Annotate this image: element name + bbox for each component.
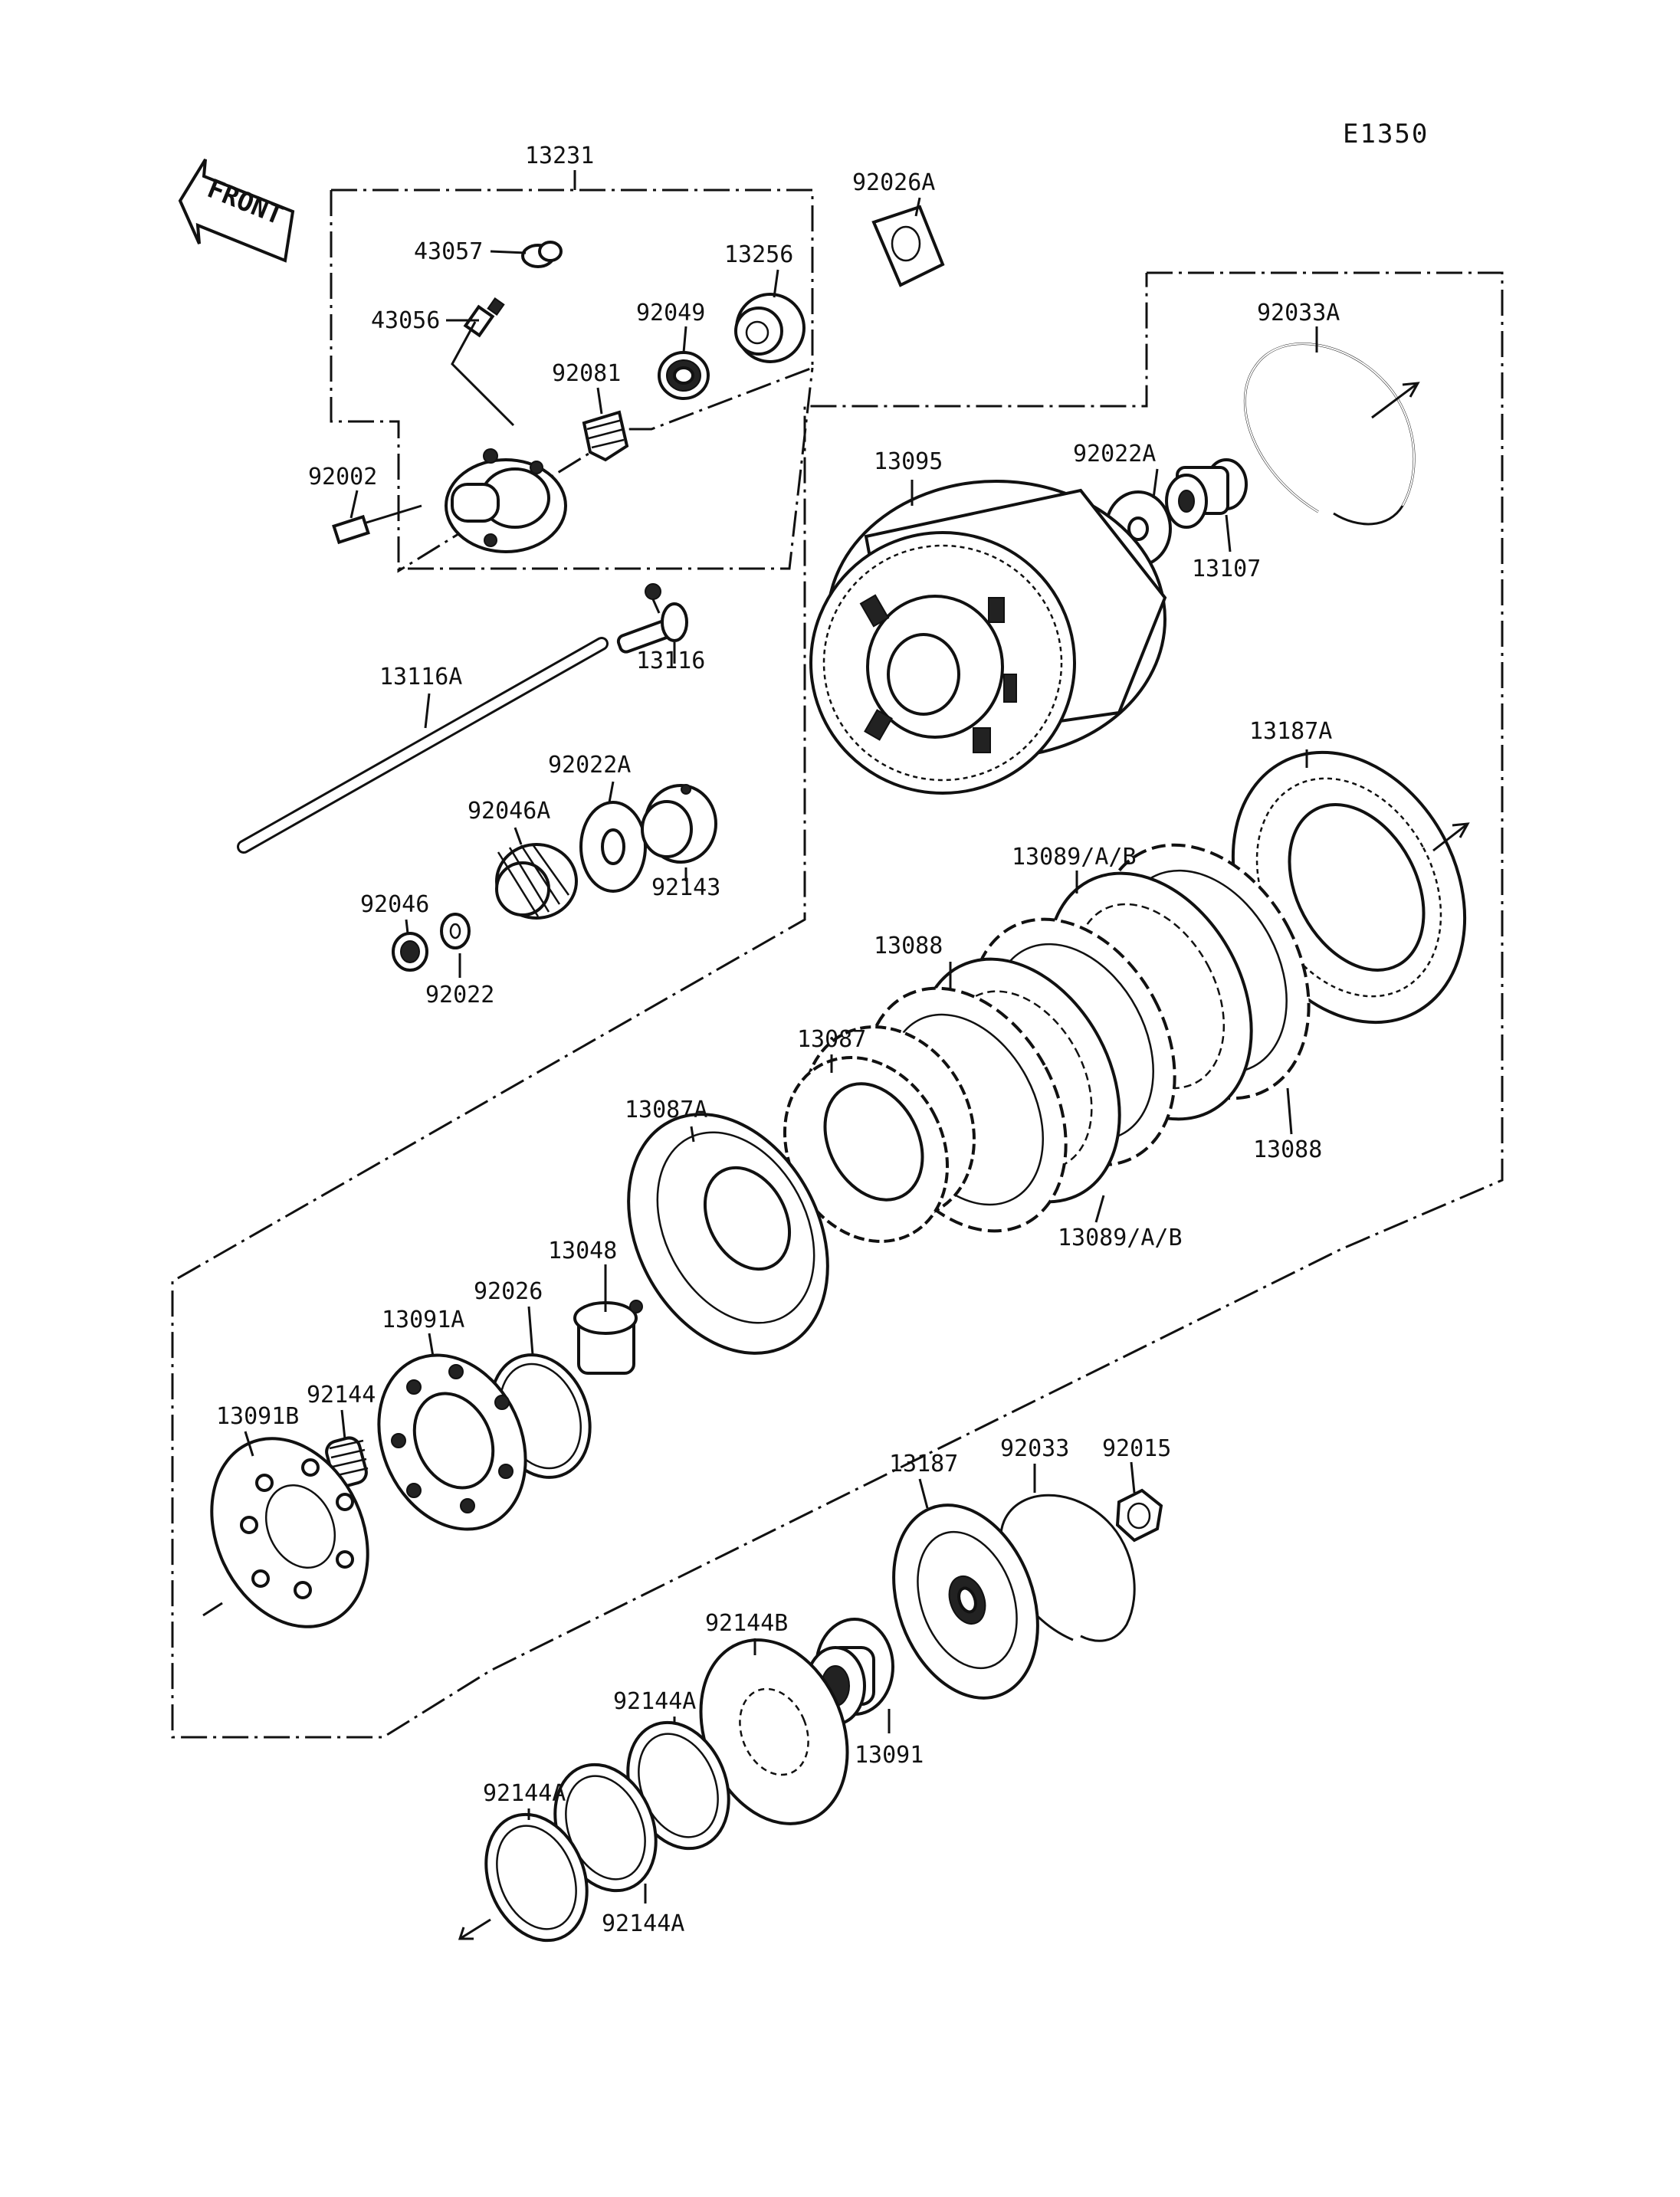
label-92144: 92144 <box>307 1382 376 1408</box>
label-92033A: 92033A <box>1257 300 1340 326</box>
part-13095 <box>809 480 1167 795</box>
label-92002: 92002 <box>308 464 377 490</box>
part-13091 <box>805 1618 894 1726</box>
part-labels: 13231 92026A 43057 13256 43056 92049 920… <box>216 143 1340 1937</box>
part-13048 <box>573 1300 643 1375</box>
label-43056: 43056 <box>371 307 440 334</box>
label-13231: 13231 <box>525 143 594 169</box>
release-parts <box>332 241 806 553</box>
label-13048: 13048 <box>548 1238 617 1264</box>
label-13088-top: 13088 <box>874 933 943 959</box>
part-release-cylinder <box>445 448 567 553</box>
label-92049: 92049 <box>636 300 705 326</box>
part-92015 <box>1115 1488 1163 1543</box>
part-13091A <box>377 1353 527 1531</box>
part-13091B <box>210 1437 369 1628</box>
label-13187A: 13187A <box>1249 718 1332 745</box>
label-13091B: 13091B <box>216 1403 299 1430</box>
label-92143: 92143 <box>651 874 720 901</box>
label-13187: 13187 <box>889 1451 958 1477</box>
label-13116A: 13116A <box>379 664 462 690</box>
part-92049 <box>658 351 710 400</box>
part-13116 <box>616 583 688 654</box>
diagram-code: E1350 <box>1343 119 1429 149</box>
part-92081 <box>582 410 629 462</box>
label-92081: 92081 <box>552 360 621 387</box>
part-13107 <box>1165 458 1248 529</box>
part-43057 <box>521 241 563 268</box>
leader-lines <box>244 197 1318 1904</box>
part-92046A <box>495 843 578 920</box>
label-92046: 92046 <box>360 891 429 918</box>
front-arrow-icon: FRONT <box>178 158 295 263</box>
label-92022A-mid: 92022A <box>548 752 631 779</box>
label-13089AB-bottom: 13089/A/B <box>1058 1225 1183 1251</box>
label-13088-right: 13088 <box>1253 1136 1322 1163</box>
part-92002 <box>332 504 422 545</box>
label-92033: 92033 <box>1000 1435 1069 1462</box>
label-92144A-2: 92144A <box>483 1780 566 1807</box>
label-92144A-1: 92144A <box>613 1688 696 1715</box>
label-92022: 92022 <box>425 982 494 1008</box>
label-13087: 13087 <box>797 1026 866 1053</box>
label-43057: 43057 <box>414 238 483 265</box>
part-13187 <box>892 1503 1039 1700</box>
label-13116: 13116 <box>636 648 705 674</box>
part-92026A <box>871 205 945 287</box>
assembly-outlines <box>171 170 1504 1739</box>
part-92022A-mid <box>579 801 647 893</box>
part-13256 <box>734 293 806 363</box>
label-13089AB-top: 13089/A/B <box>1012 844 1137 871</box>
part-13087A <box>627 1113 829 1355</box>
label-13091: 13091 <box>855 1742 924 1769</box>
label-92144A-3: 92144A <box>602 1910 684 1937</box>
label-13256: 13256 <box>724 241 793 268</box>
part-92022 <box>440 913 471 949</box>
label-92022A-top: 92022A <box>1073 441 1156 467</box>
axis-arrows <box>202 382 1470 1940</box>
part-92033A <box>1243 343 1416 526</box>
part-92046 <box>392 932 428 972</box>
part-92143 <box>641 784 717 864</box>
label-92026: 92026 <box>474 1278 543 1305</box>
label-13095: 13095 <box>874 448 943 475</box>
part-13116A <box>237 637 609 854</box>
label-92026A: 92026A <box>852 169 935 196</box>
label-92046A: 92046A <box>468 798 550 825</box>
part-13087 <box>783 1025 976 1243</box>
label-92144B: 92144B <box>705 1610 788 1637</box>
label-13091A: 13091A <box>382 1307 464 1333</box>
part-92144A-3 <box>484 1812 589 1943</box>
label-13087A: 13087A <box>625 1097 707 1123</box>
label-13107: 13107 <box>1192 556 1261 582</box>
label-92015: 92015 <box>1102 1435 1171 1462</box>
